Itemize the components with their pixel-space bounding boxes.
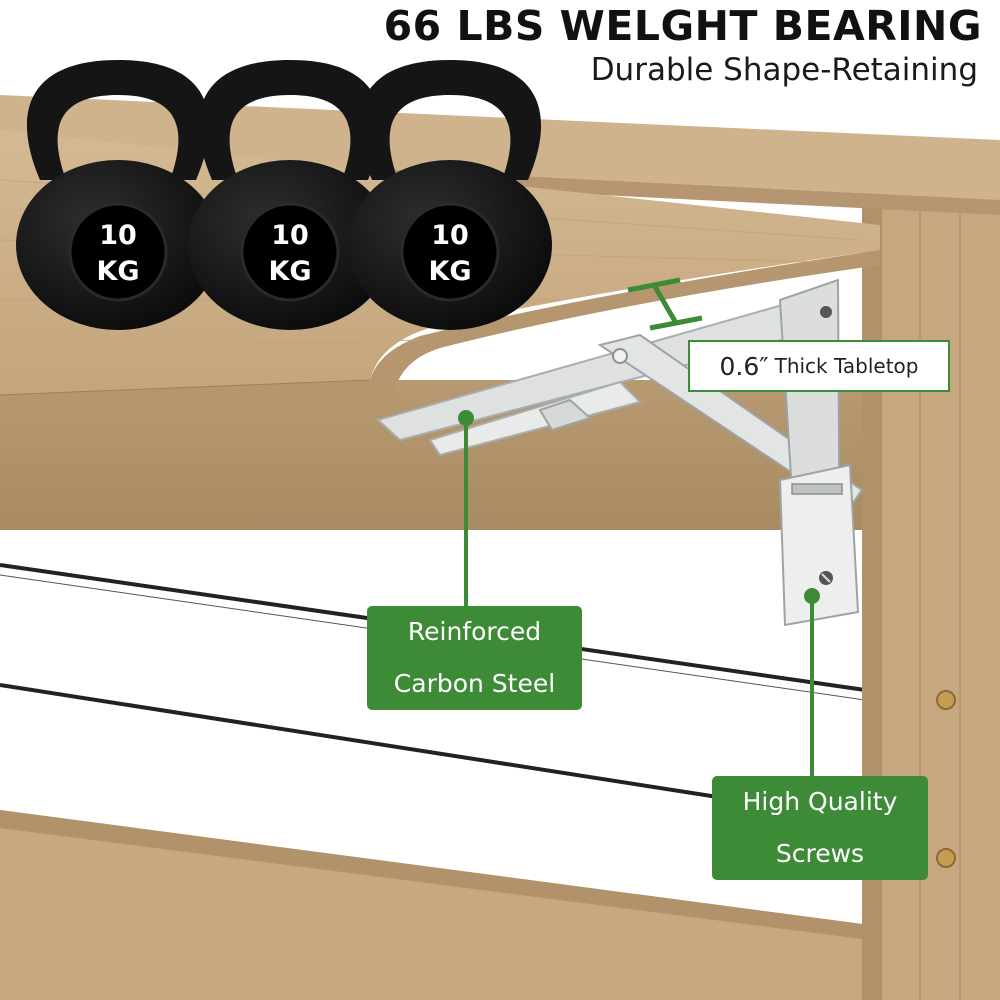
screw-head (936, 848, 956, 868)
kettlebell-2-label: 10 KG (245, 218, 335, 290)
callout-leaders (458, 277, 820, 780)
kettlebell-weight-number: 10 (271, 220, 309, 251)
screws-callout-line2: Screws (775, 839, 865, 868)
bracket-pivot (612, 348, 628, 364)
screw-head (936, 690, 956, 710)
kettlebell-weight-unit: KG (268, 256, 312, 287)
thickness-value: 0.6″ (719, 351, 769, 381)
kettlebells (16, 60, 552, 330)
steel-callout: Reinforced Carbon Steel (367, 606, 582, 710)
kettlebell-weight-unit: KG (96, 256, 140, 287)
steel-callout-line2: Carbon Steel (393, 669, 556, 698)
kettlebell-1 (16, 60, 220, 330)
kettlebell-1-label: 10 KG (73, 218, 163, 290)
thickness-callout: 0.6″ Thick Tabletop (688, 340, 950, 392)
screws-callout: High Quality Screws (712, 776, 928, 880)
bracket-screw (820, 306, 832, 318)
kettlebell-weight-unit: KG (428, 256, 472, 287)
kettlebell-3-label: 10 KG (405, 218, 495, 290)
steel-callout-line1: Reinforced (407, 617, 542, 646)
subheadline: Durable Shape-Retaining (590, 52, 978, 88)
kettlebell-weight-number: 10 (99, 220, 137, 251)
thickness-text: Thick Tabletop (774, 354, 919, 378)
headline: 66 LBS WELGHT BEARING (383, 2, 982, 50)
kettlebell-2 (188, 60, 392, 330)
lower-rail (0, 810, 870, 1000)
kettlebell-weight-number: 10 (431, 220, 469, 251)
kettlebell-3 (348, 60, 552, 330)
screws-callout-line1: High Quality (742, 787, 898, 816)
